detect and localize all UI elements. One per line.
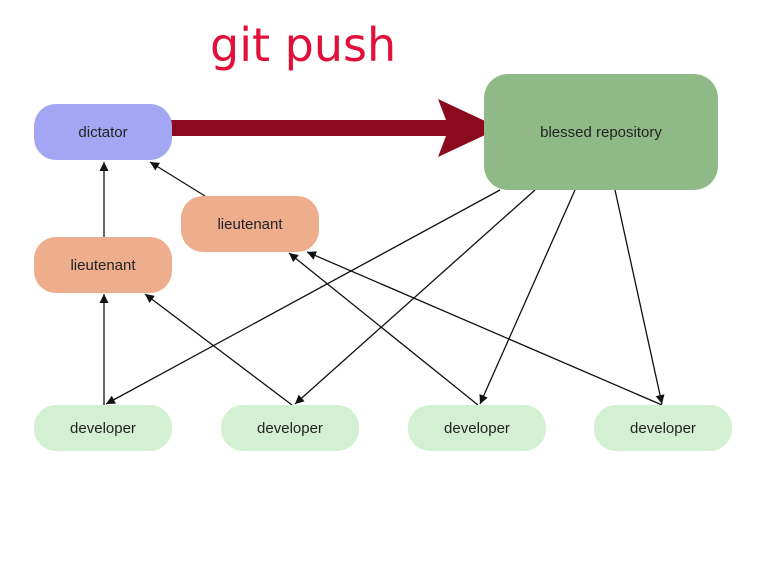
node-lieutenant-left-label: lieutenant <box>70 256 136 274</box>
node-blessed-repository: blessed repository <box>484 74 718 190</box>
node-developer-3-label: developer <box>444 419 510 437</box>
node-lieutenant-left: lieutenant <box>34 237 172 293</box>
node-developer-1: developer <box>34 405 172 451</box>
edge-developer-4-to-lieutenant-right <box>306 251 663 406</box>
node-lieutenant-right: lieutenant <box>181 196 319 252</box>
node-developer-2-label: developer <box>257 419 323 437</box>
node-dictator-label: dictator <box>78 123 128 141</box>
node-developer-1-label: developer <box>70 419 136 437</box>
node-developer-4-label: developer <box>630 419 696 437</box>
node-developer-2: developer <box>221 405 359 451</box>
node-lieutenant-right-label: lieutenant <box>217 215 283 233</box>
edge-blessed-to-developer-1 <box>105 189 501 405</box>
node-developer-4: developer <box>594 405 732 451</box>
edge-lieutenant-right-to-dictator <box>149 161 206 197</box>
push-arrow <box>165 99 500 157</box>
node-blessed-repository-label: blessed repository <box>540 123 662 141</box>
node-developer-3: developer <box>408 405 546 451</box>
edge-blessed-to-developer-4 <box>614 189 665 405</box>
edge-developer-3-to-lieutenant-right <box>288 252 479 406</box>
page-title: git push <box>210 18 397 72</box>
edge-developer-2-to-lieutenant-left <box>144 293 293 406</box>
node-dictator: dictator <box>34 104 172 160</box>
edge-blessed-to-developer-2 <box>294 189 536 405</box>
edge-blessed-to-developer-3 <box>479 189 576 405</box>
